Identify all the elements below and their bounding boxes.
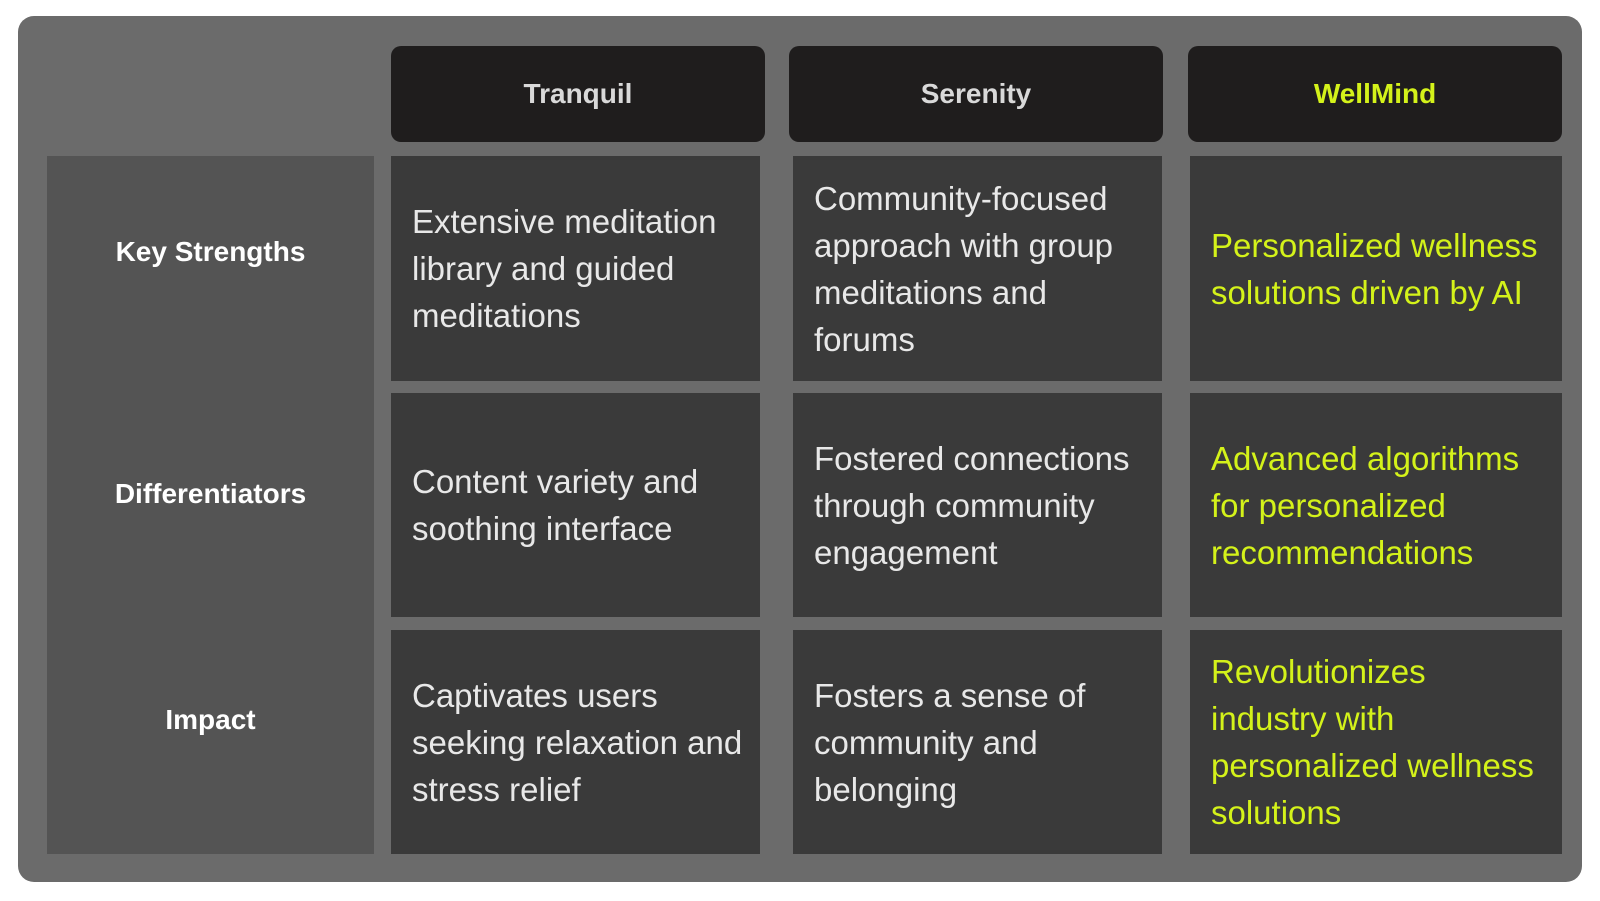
column-header-wellmind: WellMind — [1188, 46, 1562, 142]
cell-differentiators-serenity: Fostered connections through community e… — [793, 393, 1162, 617]
row-label-impact: Impact — [165, 704, 256, 735]
cell-text: Personalized wellness solutions driven b… — [1211, 226, 1538, 311]
column-header-serenity: Serenity — [789, 46, 1163, 142]
cell-text: Advanced algorithms for personalized rec… — [1211, 439, 1520, 571]
cell-text: Fostered connections through community e… — [814, 439, 1130, 571]
cell-differentiators-tranquil: Content variety and soothing interface — [391, 393, 760, 617]
cell-text: Captivates users seeking relaxation and … — [412, 676, 743, 808]
cell-key-strengths-serenity: Community-focused approach with group me… — [793, 156, 1162, 381]
cell-differentiators-wellmind: Advanced algorithms for personalized rec… — [1190, 393, 1562, 617]
row-label-key-strengths: Key Strengths — [115, 236, 306, 267]
cell-impact-wellmind: Revolutionizes industry with personalize… — [1190, 630, 1562, 854]
cell-impact-tranquil: Captivates users seeking relaxation and … — [391, 630, 760, 854]
row-label-differentiators: Differentiators — [114, 478, 307, 509]
column-header-tranquil: Tranquil — [391, 46, 765, 142]
cell-text: Content variety and soothing interface — [412, 463, 699, 547]
row-labels-column: Key Strengths Differentiators Impact — [47, 156, 374, 854]
cell-text: Fosters a sense of community and belongi… — [814, 676, 1086, 808]
cell-key-strengths-wellmind: Personalized wellness solutions driven b… — [1190, 156, 1562, 381]
cell-impact-serenity: Fosters a sense of community and belongi… — [793, 630, 1162, 854]
cell-text: Revolutionizes industry with personalize… — [1211, 653, 1534, 831]
cell-key-strengths-tranquil: Extensive meditation library and guided … — [391, 156, 760, 381]
cell-text: Extensive meditation library and guided … — [412, 203, 717, 334]
cell-text: Community-focused approach with group me… — [814, 179, 1114, 358]
